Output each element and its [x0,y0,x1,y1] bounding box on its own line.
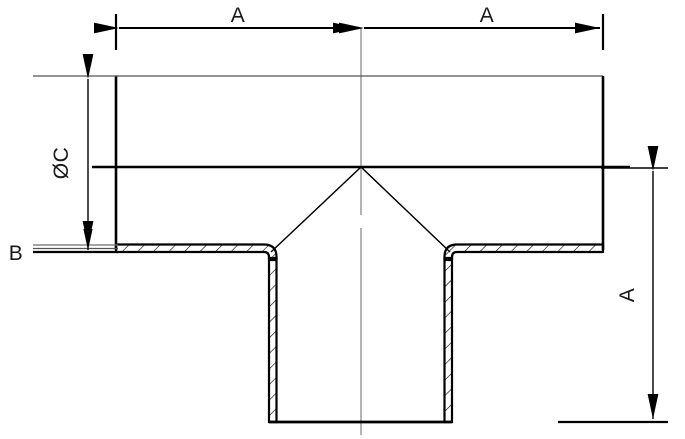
top-dimension-group: A A [94,4,605,50]
fitting-outline [92,75,630,424]
dim-label-branch-length: A [616,288,639,303]
dim-label-wall-thickness: B [9,242,24,265]
dim-label-diameter: ØC [50,147,73,180]
crotch-vee-left [270,166,362,253]
diameter-dimension-group: ØC [33,54,118,250]
run-wall-left-hatched [114,243,278,262]
run-wall-right-hatched [443,243,605,262]
branch-wall-right-hatched [443,256,454,424]
dim-label-run-left: A [231,4,246,27]
crotch-vee-right [360,166,451,253]
wall-thickness-leader-group: B [9,228,118,265]
branch-wall-left-hatched [267,256,278,424]
dim-label-run-right: A [480,4,495,27]
branch-length-dimension-group: A [558,146,668,424]
